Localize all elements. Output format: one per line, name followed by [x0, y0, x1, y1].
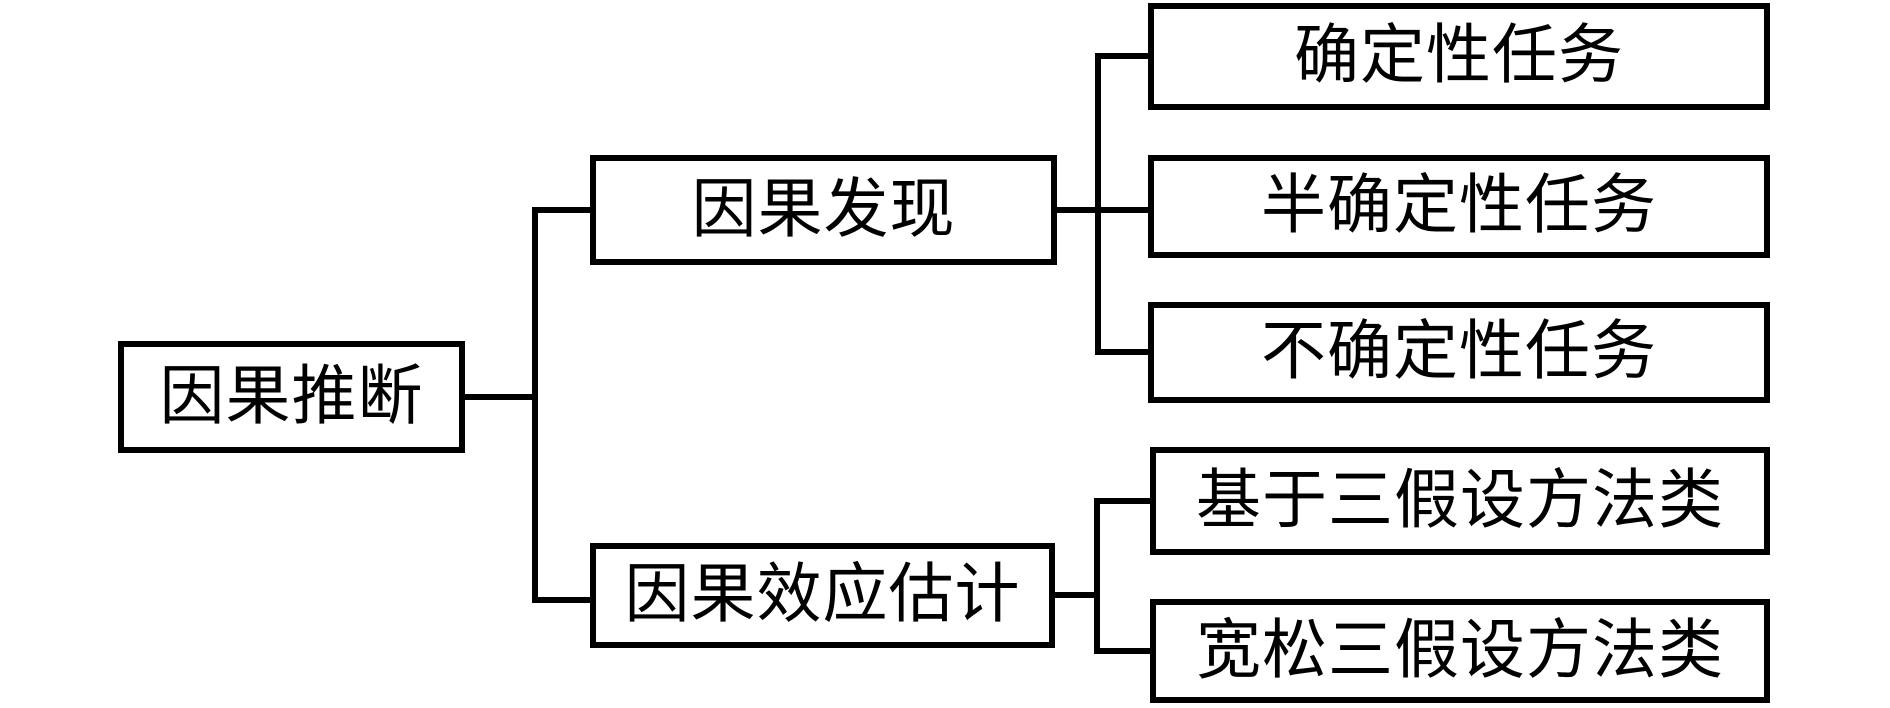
node-non-deterministic-task: 不确定性任务 — [1148, 302, 1770, 403]
node-deterministic-task: 确定性任务 — [1148, 3, 1770, 110]
node-causal-inference: 因果推断 — [118, 341, 465, 453]
node-causal-effect-estimation: 因果效应估计 — [590, 543, 1055, 648]
node-semi-deterministic-task: 半确定性任务 — [1148, 155, 1770, 258]
node-causal-discovery: 因果发现 — [590, 155, 1057, 265]
node-three-assumption-methods: 基于三假设方法类 — [1150, 447, 1770, 555]
node-relaxed-assumption-methods: 宽松三假设方法类 — [1150, 599, 1770, 703]
